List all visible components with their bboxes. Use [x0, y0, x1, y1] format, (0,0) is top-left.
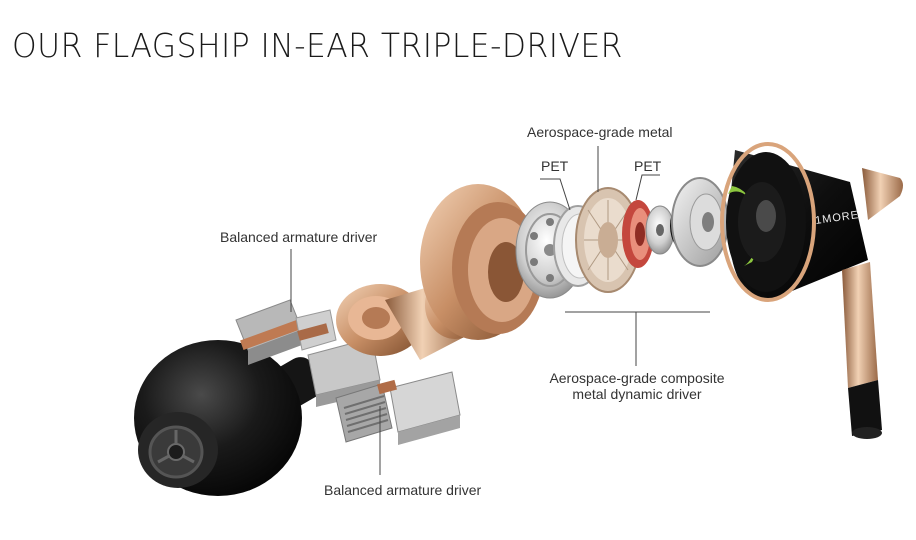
earphone-shell: 1MORE — [720, 142, 903, 439]
label-dynamic-driver-line2: metal dynamic driver — [572, 386, 702, 402]
pet-ring-right — [622, 200, 654, 268]
leader-lines — [290, 146, 710, 475]
label-dynamic-driver-line1: Aerospace-grade composite — [549, 370, 725, 386]
label-dynamic-driver: Aerospace-grade composite metal dynamic … — [537, 370, 737, 402]
ear-tip — [134, 340, 323, 496]
page-title: OUR FLAGSHIP IN-EAR TRIPLE-DRIVER — [12, 26, 623, 65]
label-aerospace-grade-metal: Aerospace-grade metal — [527, 124, 673, 140]
balanced-armature-driver-bottom — [335, 371, 461, 445]
label-balanced-armature-bottom: Balanced armature driver — [324, 482, 482, 498]
magnet-assembly — [645, 177, 729, 267]
label-balanced-armature-top: Balanced armature driver — [220, 229, 378, 245]
label-pet-right: PET — [634, 158, 662, 174]
aerospace-metal-diaphragm — [575, 187, 641, 293]
balanced-armature-driver-top — [235, 299, 337, 365]
label-pet-left: PET — [541, 158, 569, 174]
